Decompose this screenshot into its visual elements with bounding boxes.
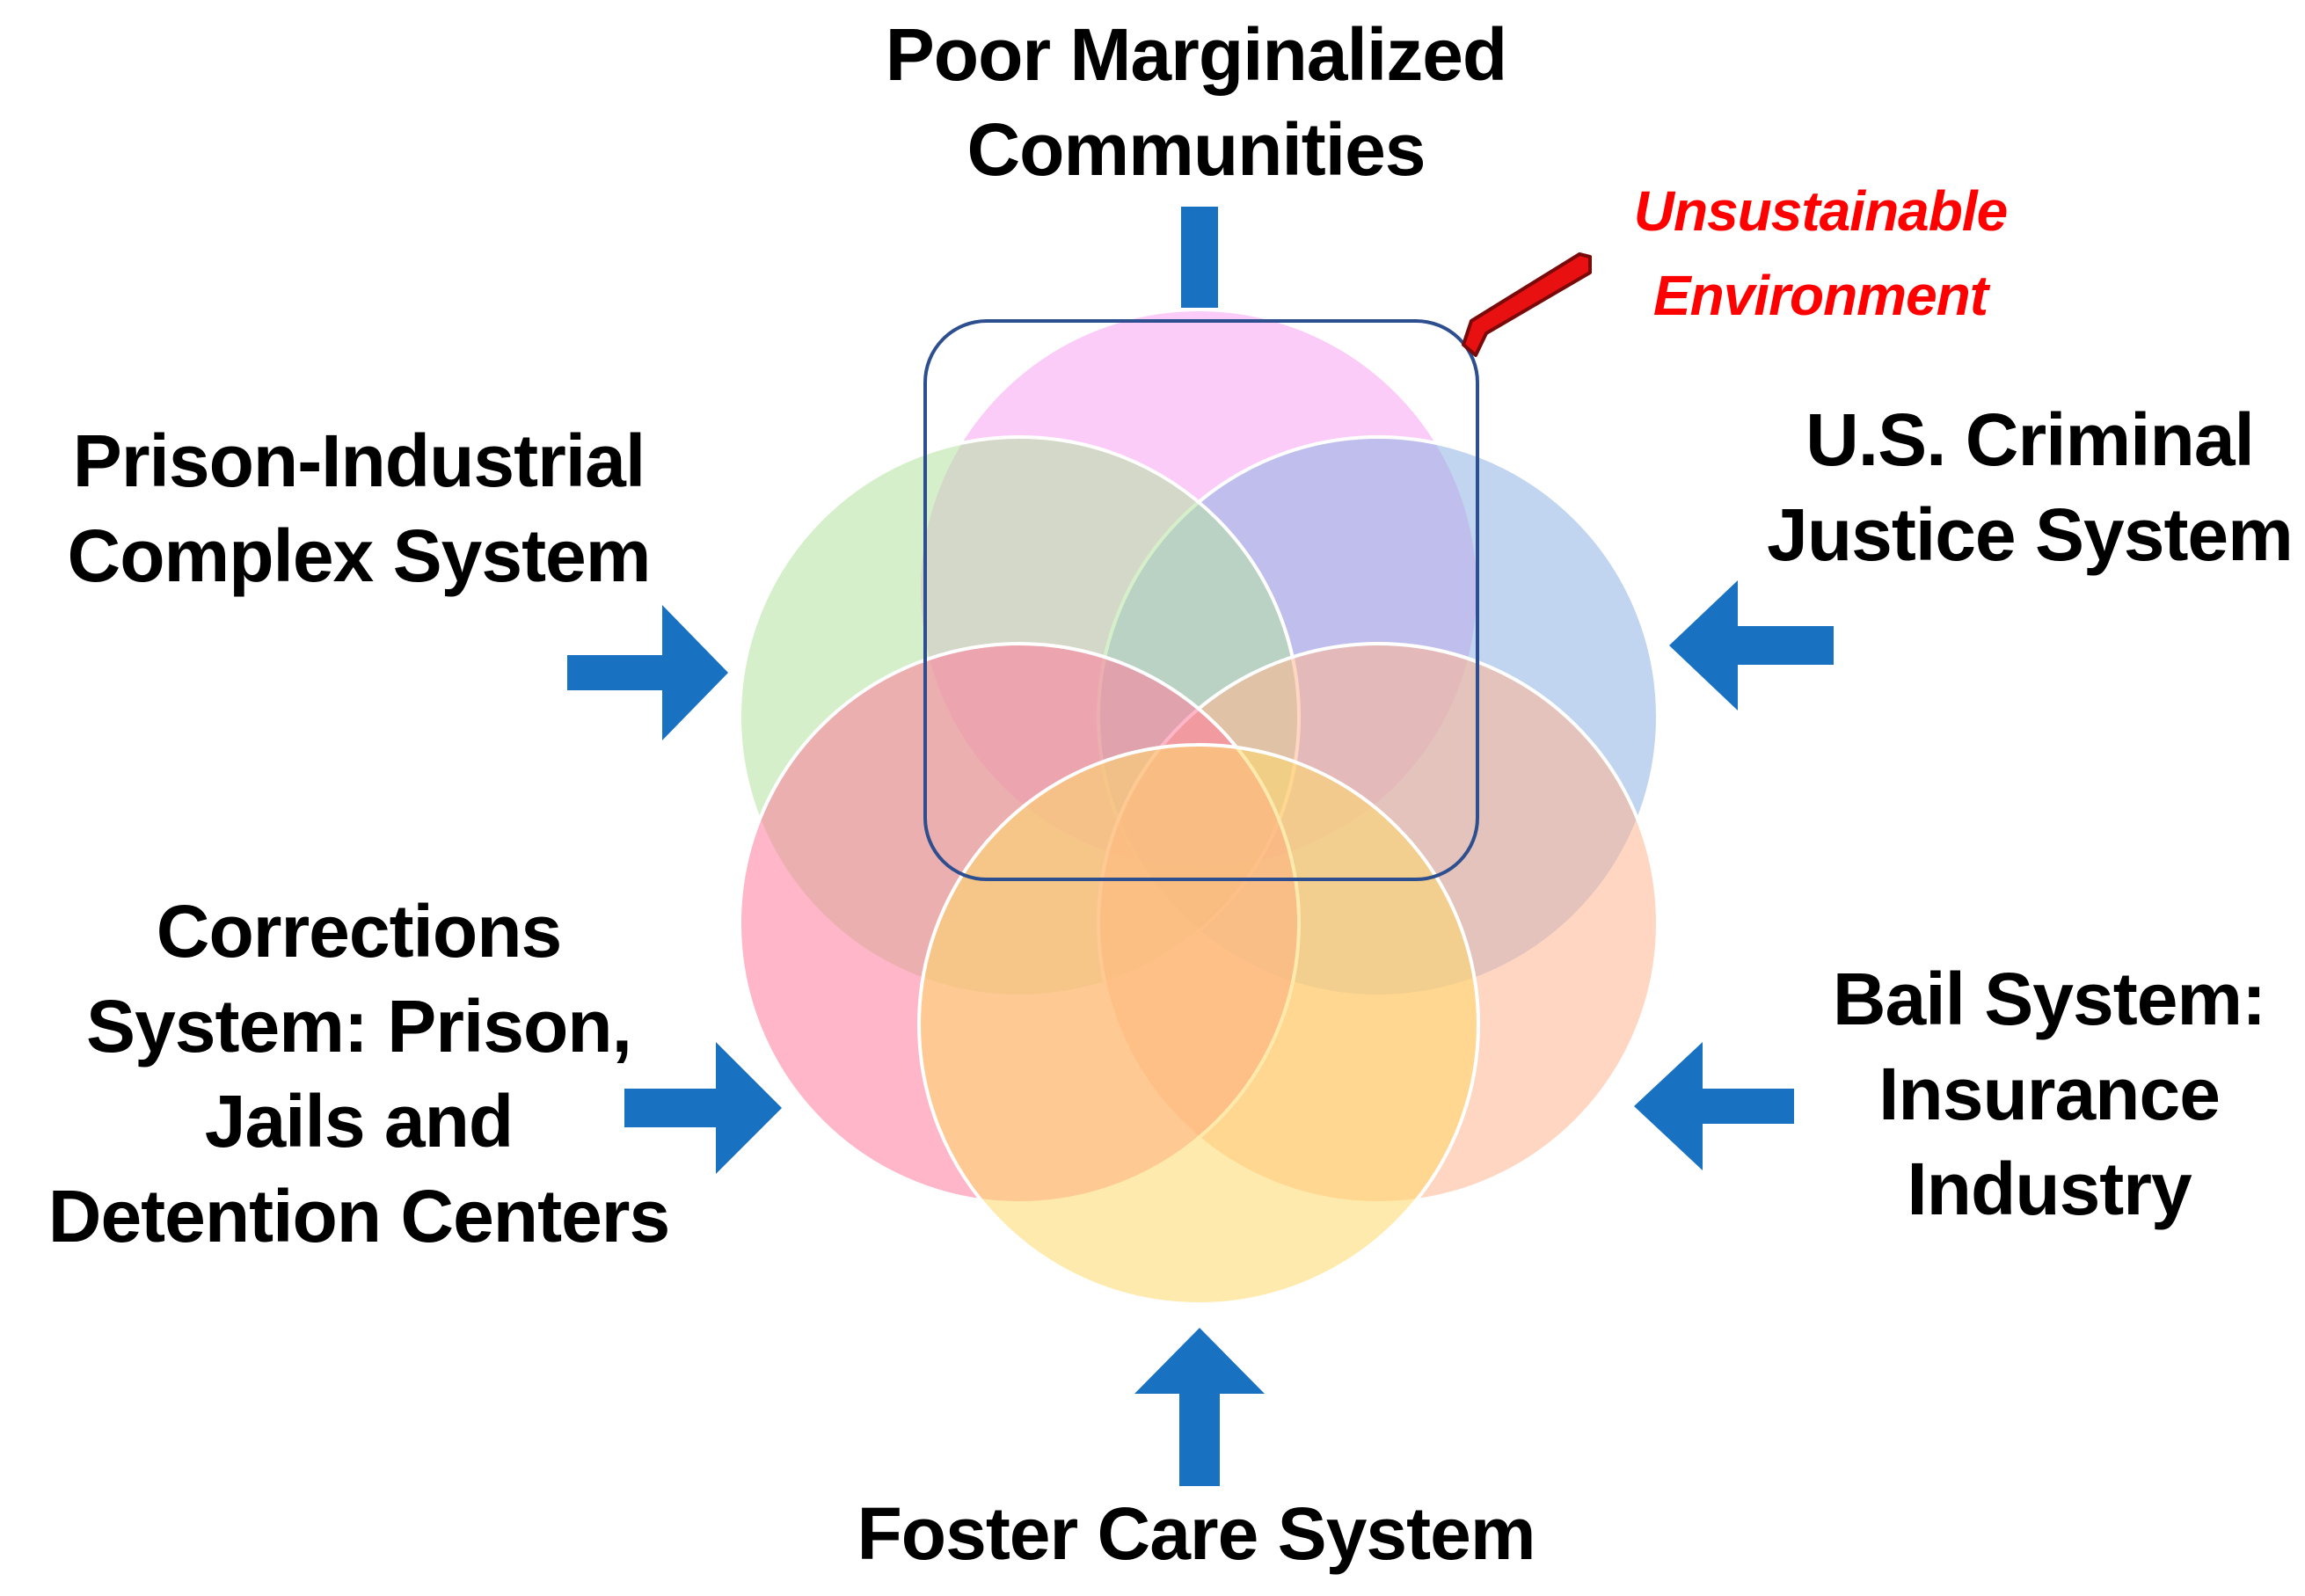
arrow-from-left-upper [567, 605, 728, 740]
label-line: Industry [1907, 1148, 2192, 1230]
label-line: Prison-Industrial [72, 419, 646, 502]
label-us-criminal-justice-system: U.S. Criminal Justice System [1757, 392, 2302, 582]
arrow-from-left-lower [624, 1042, 782, 1174]
label-line: Corrections [156, 890, 562, 973]
callout-arrow [1462, 252, 1592, 357]
label-line: Foster Care System [857, 1492, 1535, 1575]
label-line: Communities [966, 108, 1426, 191]
label-bail-system: Bail System: Insurance Industry [1794, 951, 2304, 1236]
label-line: Justice System [1767, 493, 2294, 576]
label-prison-industrial-complex: Prison-Industrial Complex System [42, 413, 675, 603]
arrow-from-right-upper [1669, 580, 1834, 711]
label-line: Poor Marginalized [885, 13, 1507, 96]
circle-foster-care [917, 743, 1480, 1306]
arrow-from-right-lower [1634, 1042, 1794, 1170]
label-corrections-system: Corrections System: Prison, Jails and De… [16, 884, 702, 1264]
unsustainable-environment-frame [923, 319, 1479, 881]
overlapping-circles [738, 308, 1659, 1306]
label-line: Jails and [204, 1080, 514, 1162]
label-line: Unsustainable [1633, 179, 2008, 243]
label-line: Complex System [67, 514, 652, 597]
arrow-from-bottom [1134, 1328, 1265, 1486]
label-line: U.S. Criminal [1805, 398, 2255, 481]
label-line: Detention Centers [47, 1175, 670, 1257]
arrows [567, 207, 1834, 1486]
label-line: Environment [1652, 264, 1988, 327]
label-line: System: Prison, [86, 985, 632, 1068]
top-connector-bar [1181, 207, 1218, 308]
label-line: Bail System: [1832, 958, 2266, 1040]
label-line: Insurance [1878, 1053, 2221, 1135]
label-unsustainable-environment: Unsustainable Environment [1574, 169, 2067, 338]
label-poor-marginalized-communities: Poor Marginalized Communities [844, 7, 1548, 197]
label-foster-care-system: Foster Care System [800, 1486, 1592, 1581]
